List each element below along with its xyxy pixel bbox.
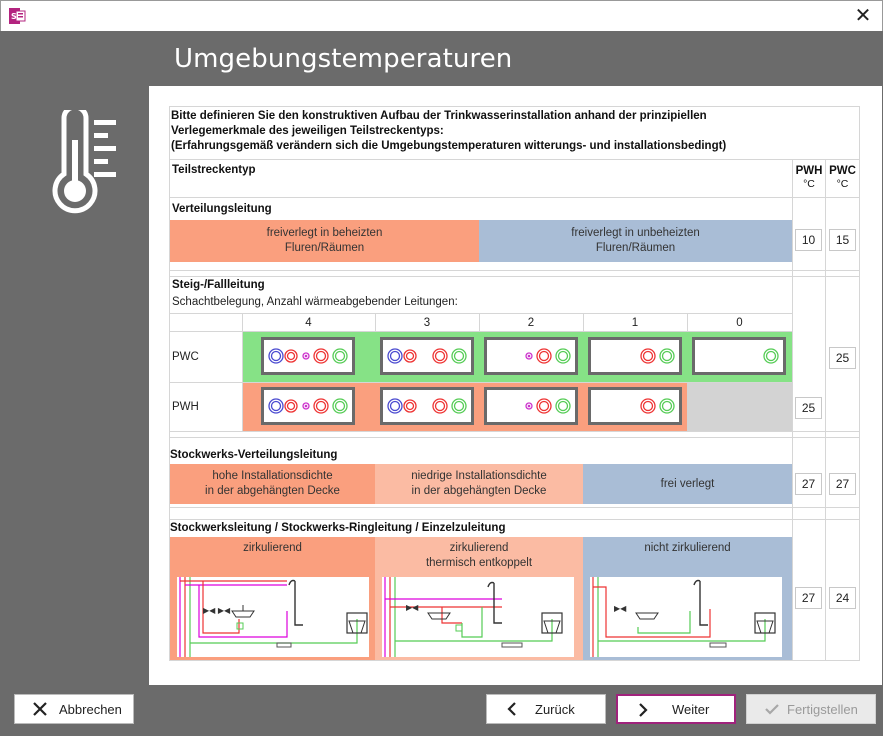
shaft-col-2: 2 bbox=[527, 317, 535, 329]
steig-pwh-value[interactable]: 25 bbox=[795, 397, 822, 419]
stockwerk-pwh-value[interactable]: 27 bbox=[795, 587, 822, 609]
shaft-pwc-2[interactable] bbox=[484, 337, 578, 375]
thermometer-icon bbox=[52, 110, 116, 214]
row-label-pwh: PWH bbox=[172, 401, 199, 413]
shaft-pwc-0[interactable] bbox=[692, 337, 786, 375]
svg-text:S: S bbox=[11, 12, 17, 21]
title-bar: S ✕ bbox=[0, 0, 883, 31]
shaft-col-3: 3 bbox=[423, 317, 431, 329]
piping-diagram-nicht-zirkulierend: ▶◀ bbox=[590, 577, 782, 657]
chevron-right-icon bbox=[639, 703, 648, 717]
shaft-pwh-4[interactable] bbox=[261, 387, 355, 425]
svg-text:▶◀: ▶◀ bbox=[614, 604, 627, 613]
back-button[interactable]: Zurück bbox=[486, 694, 606, 724]
next-button[interactable]: Weiter bbox=[616, 694, 736, 724]
option-unbeheizt[interactable]: freiverlegt in unbeheizten Fluren/Räumen bbox=[479, 220, 792, 262]
column-header-pwh: PWH°C bbox=[795, 165, 823, 190]
shaft-pwc-4[interactable] bbox=[261, 337, 355, 375]
piping-diagram-entkoppelt: ▶◀ bbox=[382, 577, 574, 657]
chevron-left-icon bbox=[507, 702, 516, 716]
stockwerk-pwc-value[interactable]: 24 bbox=[829, 587, 856, 609]
shaft-col-4: 4 bbox=[305, 317, 312, 329]
shaft-pwh-2[interactable] bbox=[484, 387, 578, 425]
cancel-button[interactable]: Abbrechen bbox=[14, 694, 134, 724]
steig-pwc-value[interactable]: 25 bbox=[829, 347, 856, 369]
pwh-shaft-empty bbox=[687, 383, 792, 431]
section-title-steigleitung: Steig-/Fallleitung bbox=[172, 279, 265, 291]
shaft-pwc-1[interactable] bbox=[588, 337, 682, 375]
shaft-pwh-3[interactable] bbox=[380, 387, 474, 425]
column-header-type: Teilstreckentyp bbox=[172, 164, 256, 176]
app-icon: S bbox=[9, 8, 26, 24]
close-icon bbox=[33, 702, 47, 716]
stockwerk-verteilung-pwh-value[interactable]: 27 bbox=[795, 473, 822, 495]
shaft-col-0: 0 bbox=[736, 317, 743, 329]
content-panel: Bitte definieren Sie den konstruktiven A… bbox=[149, 86, 882, 685]
verteilung-pwc-value[interactable]: 15 bbox=[829, 229, 856, 251]
finish-button[interactable]: Fertigstellen bbox=[746, 694, 876, 724]
option-beheizt[interactable]: freiverlegt in beheizten Fluren/Räumen bbox=[170, 220, 479, 262]
option-frei-verlegt[interactable]: frei verlegt bbox=[583, 464, 792, 504]
piping-diagram-zirkulierend: ▶◀ ▶◀ bbox=[177, 577, 369, 657]
shaft-col-1: 1 bbox=[631, 317, 639, 329]
section-title-verteilungsleitung: Verteilungsleitung bbox=[172, 203, 272, 215]
row-label-pwc: PWC bbox=[172, 351, 199, 363]
shaft-pwh-1[interactable] bbox=[588, 387, 682, 425]
verteilung-pwh-value[interactable]: 10 bbox=[795, 229, 822, 251]
option-hohe-dichte[interactable]: hohe Installationsdichte in der abgehäng… bbox=[170, 464, 375, 504]
temperature-table: Bitte definieren Sie den konstruktiven A… bbox=[169, 106, 860, 661]
page-title: Umgebungstemperaturen bbox=[174, 44, 513, 74]
svg-text:▶◀ ▶◀: ▶◀ ▶◀ bbox=[203, 606, 231, 615]
close-icon[interactable]: ✕ bbox=[854, 3, 872, 27]
column-header-pwc: PWC°C bbox=[829, 165, 856, 190]
section-title-stockwerks-verteilung: Stockwerks-Verteilungsleitung bbox=[170, 449, 338, 461]
svg-text:▶◀: ▶◀ bbox=[406, 603, 419, 612]
section-title-stockwerksleitung: Stockwerksleitung / Stockwerks-Ringleitu… bbox=[170, 522, 506, 534]
stockwerk-verteilung-pwc-value[interactable]: 27 bbox=[829, 473, 856, 495]
shaft-pwc-3[interactable] bbox=[380, 337, 474, 375]
intro-text: Bitte definieren Sie den konstruktiven A… bbox=[171, 110, 727, 152]
option-niedrige-dichte[interactable]: niedrige Installationsdichte in der abge… bbox=[375, 464, 583, 504]
shaft-subtitle: Schachtbelegung, Anzahl wärmeabgebender … bbox=[172, 296, 458, 308]
checkmark-icon bbox=[765, 704, 779, 715]
